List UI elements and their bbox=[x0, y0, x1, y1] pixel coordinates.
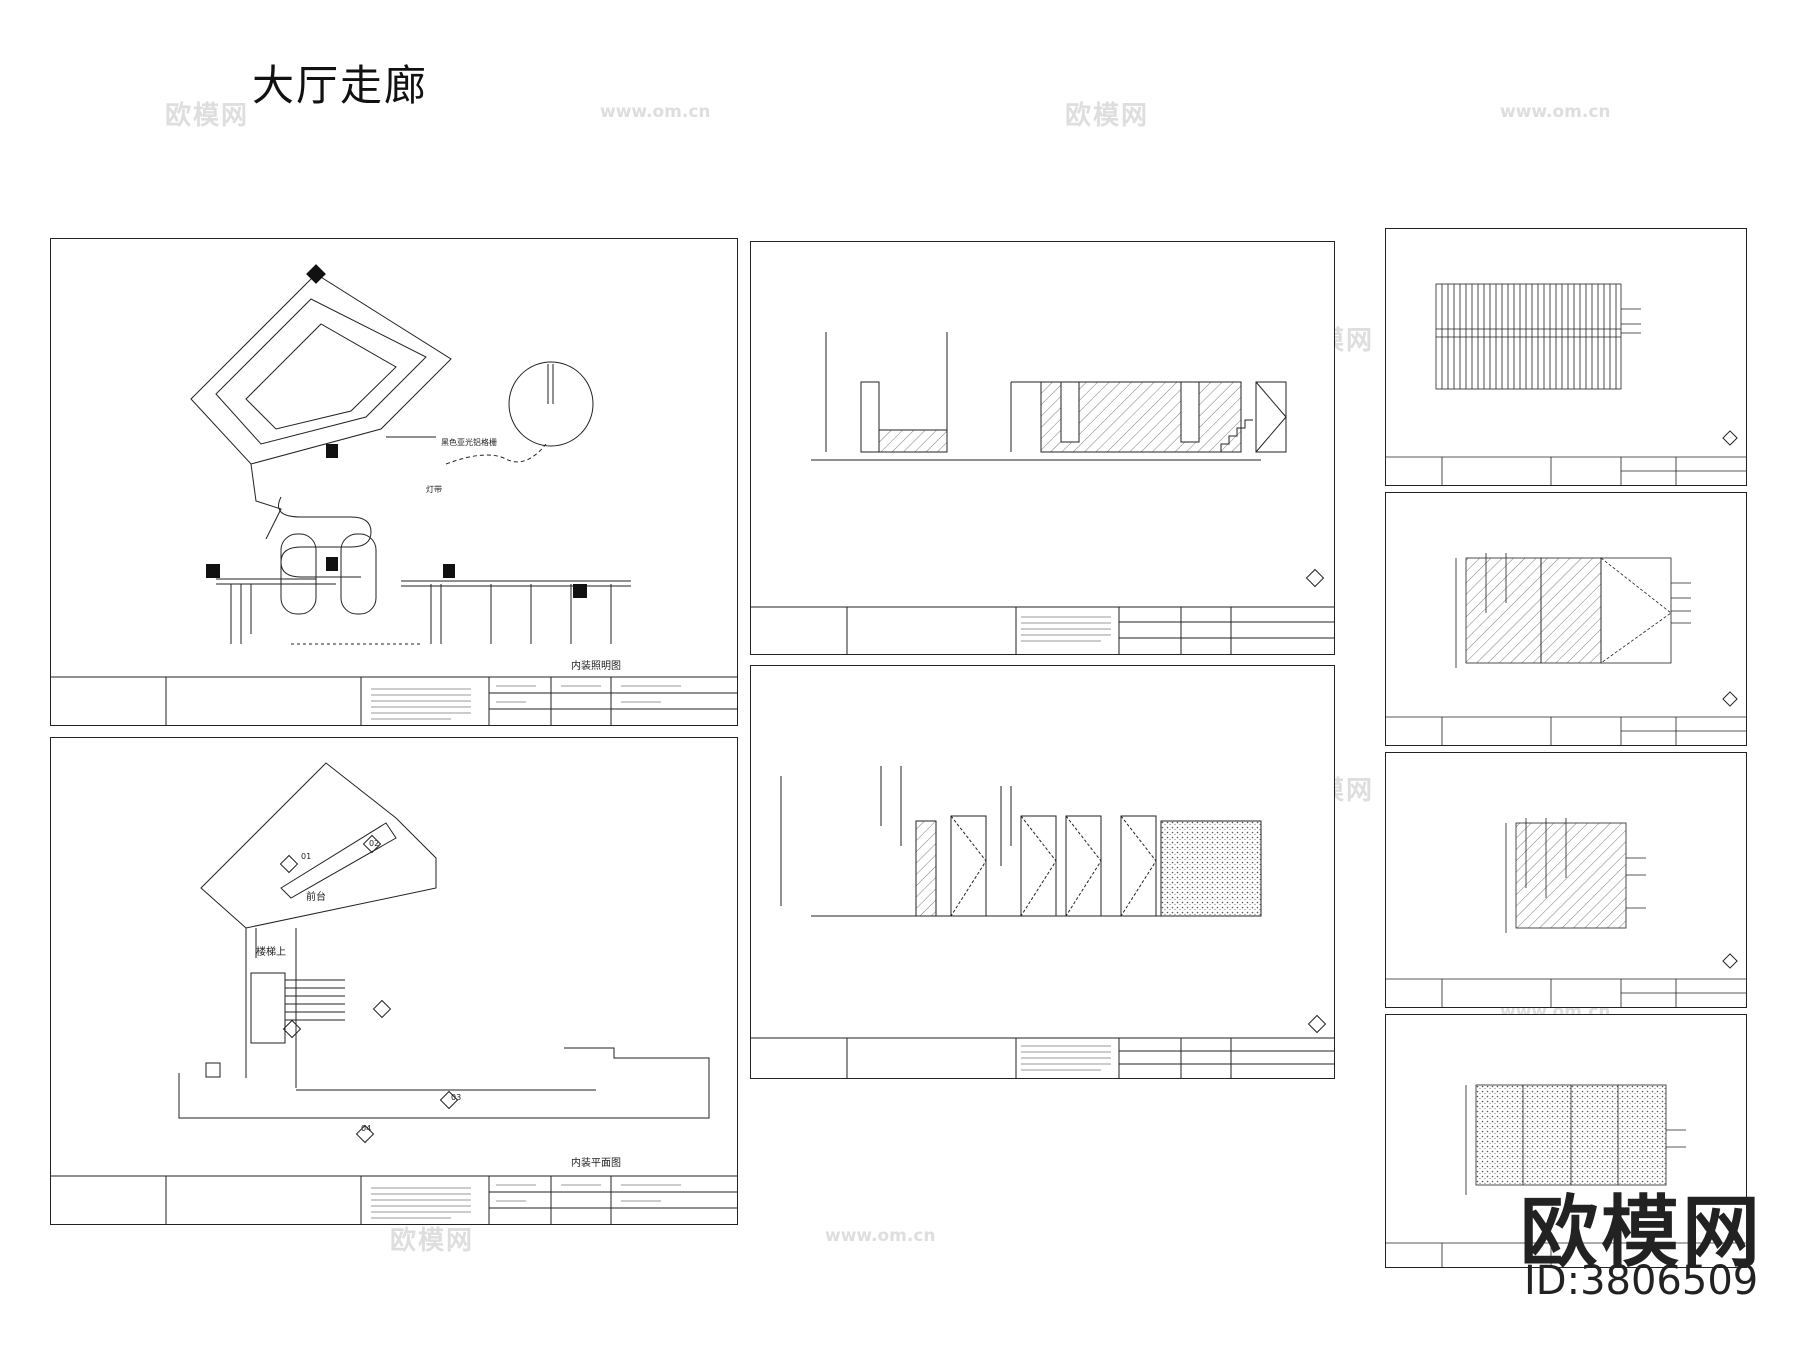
reception-label: 前台 bbox=[306, 892, 326, 903]
strip-light-label: 灯带 bbox=[426, 485, 442, 494]
elevation-f-sheet bbox=[1385, 1014, 1747, 1268]
watermark-text: 欧模网 bbox=[165, 101, 250, 131]
page-title: 大厅走廊 bbox=[252, 61, 429, 110]
watermark-url: www.om.cn bbox=[600, 102, 711, 122]
elevation-a-sheet bbox=[750, 241, 1335, 655]
elevation-marker: 04 bbox=[361, 1124, 372, 1133]
elevation-marker: 01 bbox=[301, 852, 312, 861]
ceiling-plan-sheet: 黑色亚光铝格栅 灯带 内装照明图 bbox=[50, 238, 738, 726]
sheet-caption: 内装平面图 bbox=[571, 1158, 621, 1169]
elevation-d-drawing bbox=[1386, 553, 1746, 745]
elevation-e-sheet bbox=[1385, 752, 1747, 1008]
elevation-c-drawing bbox=[1386, 283, 1746, 485]
ceiling-plan-drawing bbox=[51, 264, 737, 725]
elevation-e-drawing bbox=[1386, 818, 1746, 1007]
elevation-f-drawing bbox=[1386, 1084, 1746, 1267]
watermark-text: 欧模网 bbox=[390, 1226, 475, 1256]
brand-logo: 欧模网 bbox=[1520, 1188, 1764, 1278]
stair-label: 楼梯上 bbox=[256, 947, 286, 958]
sheet-caption: 内装照明图 bbox=[571, 661, 621, 672]
ceiling-note-label: 黑色亚光铝格栅 bbox=[441, 438, 497, 447]
elevation-c-sheet bbox=[1385, 228, 1747, 486]
floor-plan-drawing bbox=[51, 762, 737, 1224]
elevation-marker: 03 bbox=[451, 1093, 462, 1102]
elevation-marker: 02 bbox=[369, 839, 380, 848]
floor-plan-sheet: 前台 楼梯上 内装平面图 01 02 03 04 bbox=[50, 737, 738, 1225]
elevation-a-drawing bbox=[751, 332, 1334, 654]
elevation-d-sheet bbox=[1385, 492, 1747, 746]
watermark-url: www.om.cn bbox=[1500, 102, 1611, 122]
elevation-b-sheet bbox=[750, 665, 1335, 1079]
elevation-b-drawing bbox=[751, 766, 1334, 1078]
brand-id: ID:3806509 bbox=[1524, 1258, 1759, 1304]
watermark-url: www.om.cn bbox=[825, 1226, 936, 1246]
watermark-text: 欧模网 bbox=[1065, 101, 1150, 131]
